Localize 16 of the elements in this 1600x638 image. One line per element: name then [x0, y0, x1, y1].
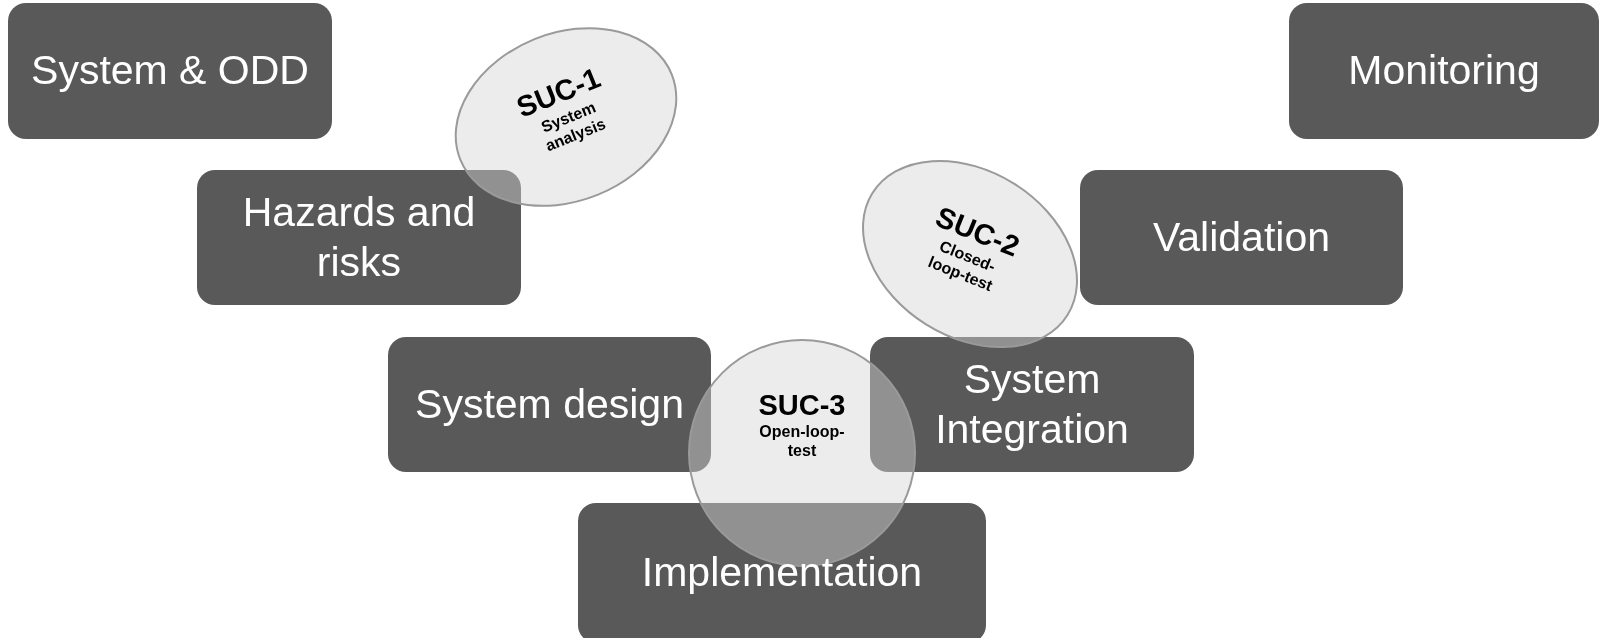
process-box: [197, 170, 521, 305]
box-label: Validation: [1152, 212, 1330, 262]
box-label: Hazards and risks: [241, 188, 477, 287]
box-label: System design: [415, 379, 684, 429]
process-box: [8, 3, 332, 139]
ellipse-title: SUC-3: [758, 389, 846, 422]
process-box: [870, 337, 1194, 472]
process-box: [1289, 3, 1599, 139]
box-label: System Integration: [934, 355, 1130, 454]
process-box: [388, 337, 711, 472]
process-box: [578, 503, 986, 638]
ellipse-subtitle: Open-loop-test: [758, 421, 846, 461]
box-label: Implementation: [641, 548, 923, 598]
box-label: System & ODD: [31, 46, 309, 96]
box-label: Monitoring: [1348, 46, 1540, 96]
process-box: [1080, 170, 1403, 305]
